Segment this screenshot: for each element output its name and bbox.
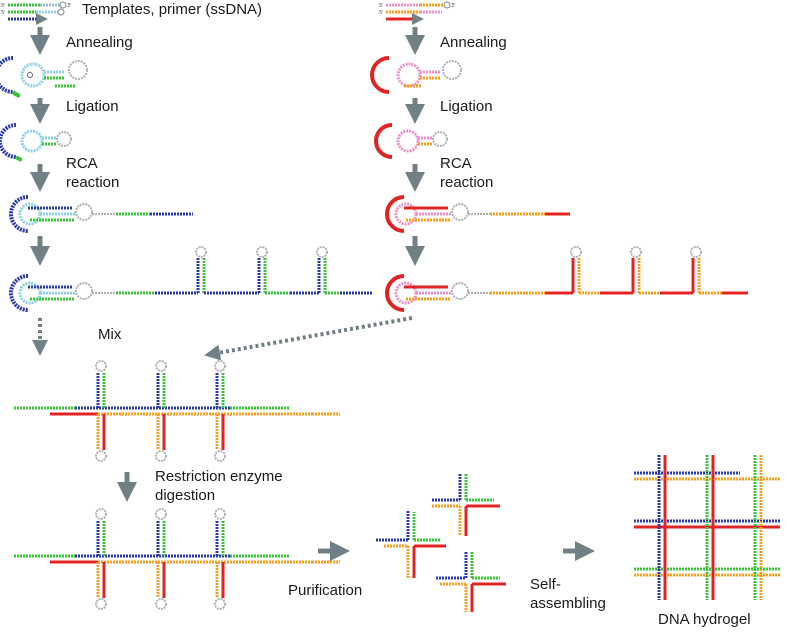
rca-label-left-line2: reaction [66, 174, 120, 191]
left-annealed-complex [0, 56, 88, 98]
ligation-label-right: Ligation [440, 98, 493, 115]
purified-x-monomers [376, 474, 506, 612]
right-template2-5prime: 5' [379, 10, 384, 16]
dna-hydrogel-label: DNA hydrogel [658, 611, 751, 628]
left-template1-3prime: 3' [67, 3, 72, 9]
left-templates-strands: 5' 3' 5' [1, 1, 72, 25]
templates-primer-label: Templates, primer (ssDNA) [82, 1, 263, 18]
left-template2-5prime: 5' [1, 10, 6, 16]
right-rca-long-product [385, 246, 748, 312]
mixed-hybrid-structure [14, 360, 340, 462]
annealing-label-left: Annealing [66, 34, 133, 51]
mix-label: Mix [98, 326, 122, 343]
left-rca-long-product [9, 246, 372, 312]
rca-label-left-line1: RCA [66, 155, 98, 172]
ligation-label-left: Ligation [66, 98, 119, 115]
right-template1-3prime: 3' [451, 3, 456, 9]
left-rca-product [9, 195, 193, 233]
annealing-label-right: Annealing [440, 34, 507, 51]
restriction-label-line1: Restriction enzyme [155, 468, 283, 485]
right-template1-5prime: 5' [379, 3, 384, 9]
purification-label: Purification [288, 582, 363, 599]
restriction-label-line2: digestion [155, 487, 216, 504]
rca-label-right-line1: RCA [440, 155, 472, 172]
left-template1-5prime: 5' [1, 3, 6, 9]
right-annealed-complex [370, 56, 462, 94]
right-mix-dotted-arrow [204, 316, 413, 361]
dna-hydrogel-network [634, 455, 780, 600]
left-ligated-complex [0, 123, 72, 162]
self-assembling-label-line2: assembling [530, 595, 606, 612]
right-rca-product [385, 195, 570, 233]
rca-label-right-line2: reaction [440, 174, 494, 191]
right-templates-strands: 5' 3' 5' [379, 1, 456, 25]
digested-structure [14, 508, 340, 610]
self-assembling-label-line1: Self- [530, 576, 561, 593]
right-ligated-complex [374, 123, 448, 159]
